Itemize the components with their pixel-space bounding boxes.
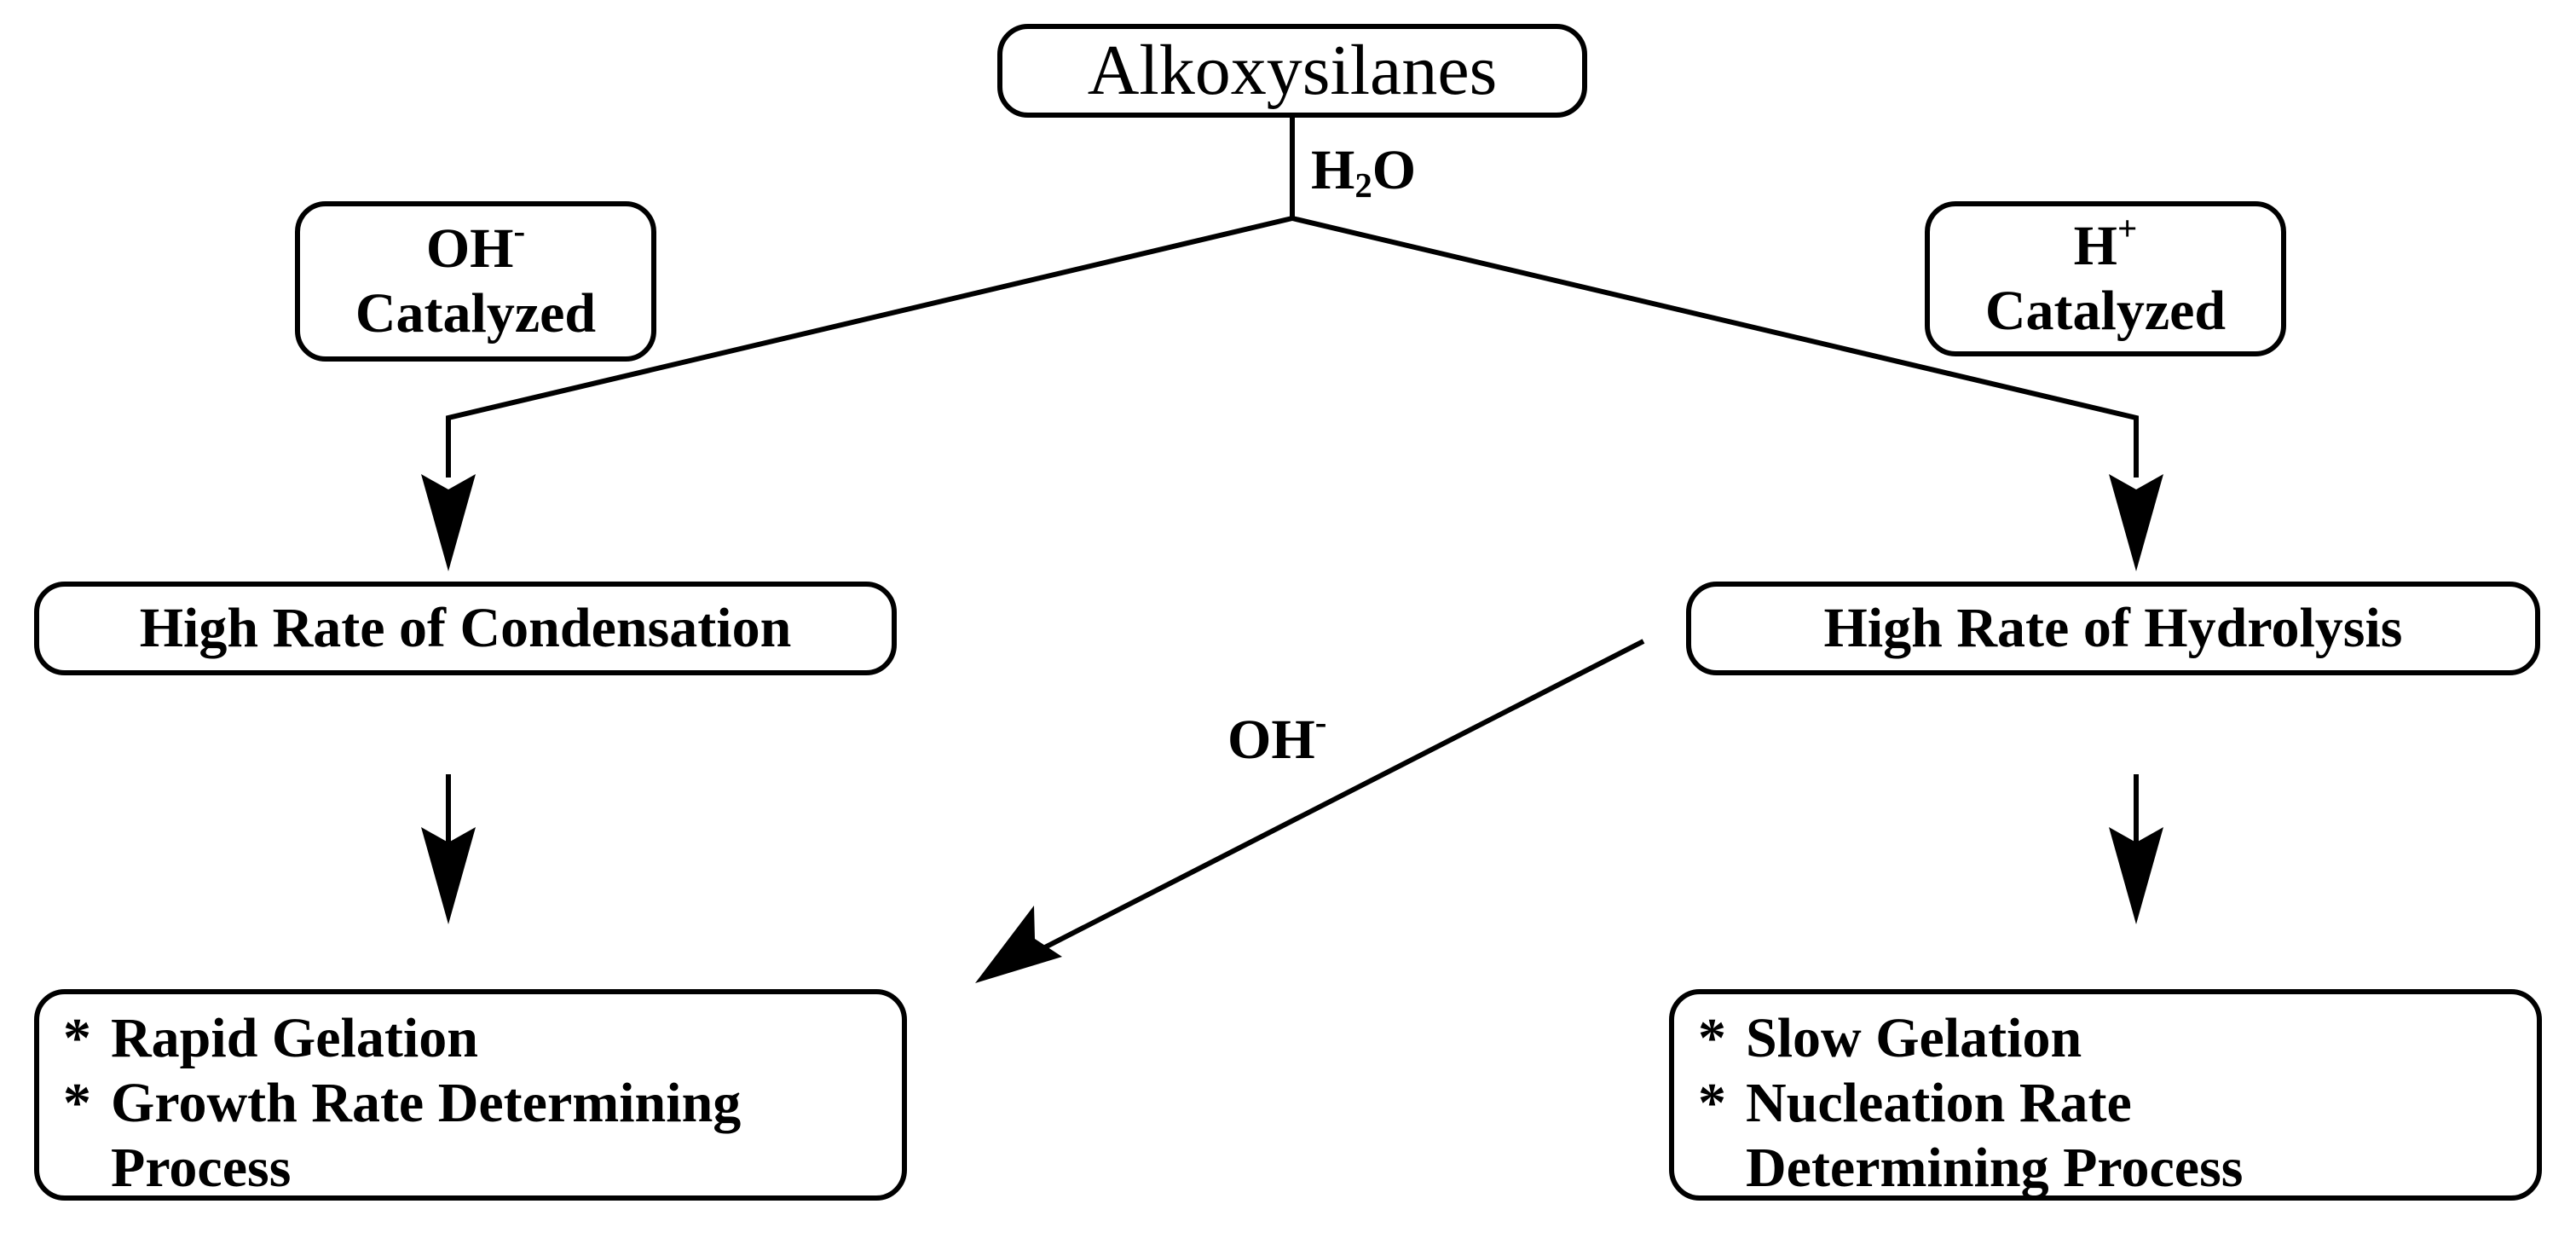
right-down-arrowhead	[2109, 827, 2163, 924]
water-label: H2O	[1311, 138, 1416, 203]
water-subscript: 2	[1354, 166, 1372, 206]
hydrolysis-rate-label: High Rate of Hydrolysis	[1823, 597, 2403, 660]
oh-catalyzed-label: Catalyzed	[355, 282, 597, 344]
condensation-rate-box: High Rate of Condensation	[34, 582, 897, 675]
left-branch-arrowhead	[421, 474, 476, 571]
cross-catalyst-superscript: -	[1314, 703, 1327, 742]
bullet: *	[63, 1071, 91, 1134]
cross-arrowhead	[975, 906, 1062, 983]
left-down-arrowhead	[421, 827, 476, 924]
bullet: *	[63, 1007, 91, 1069]
rapid-gelation-item: Rapid Gelation	[111, 1007, 478, 1069]
alkoxysilanes-label: Alkoxysilanes	[1087, 30, 1498, 110]
condensation-rate-label: High Rate of Condensation	[139, 597, 792, 660]
h-catalyzed-base: H	[2073, 215, 2118, 278]
bullet: *	[1698, 1071, 1726, 1134]
cross-line	[1038, 639, 1645, 952]
h-catalyzed-box: H+ Catalyzed	[1925, 201, 2286, 356]
h-catalyzed-label: Catalyzed	[1984, 280, 2227, 342]
water-tail: O	[1372, 139, 1417, 201]
right-branch-line	[1291, 216, 2139, 478]
slow-gelation-box: * Slow Gelation * Nucleation Rate Determ…	[1669, 989, 2542, 1201]
slow-gelation-item: Slow Gelation	[1746, 1007, 2082, 1069]
oh-catalyzed-box: OH- Catalyzed	[295, 201, 656, 362]
water-base: H	[1311, 139, 1355, 201]
rapid-gelation-box: * Rapid Gelation * Growth Rate Determini…	[34, 989, 907, 1201]
left-branch-line	[446, 216, 1293, 478]
right-branch-arrowhead	[2109, 474, 2163, 571]
nucleation-rate-item-continued: Determining Process	[1746, 1136, 2244, 1199]
cross-catalyst-label: OH-	[1227, 704, 1326, 773]
oh-catalyzed-superscript: -	[513, 211, 526, 251]
growth-rate-item-continued: Process	[111, 1136, 292, 1199]
bullet: *	[1698, 1007, 1726, 1069]
cross-catalyst-base: OH	[1227, 709, 1315, 771]
oh-catalyzed-base: OH	[425, 217, 514, 281]
growth-rate-item: Growth Rate Determining	[111, 1071, 742, 1134]
alkoxysilanes-box: Alkoxysilanes	[997, 24, 1587, 118]
hydrolysis-rate-box: High Rate of Hydrolysis	[1686, 582, 2540, 675]
nucleation-rate-item: Nucleation Rate	[1746, 1071, 2132, 1134]
h-catalyzed-superscript: +	[2117, 209, 2138, 248]
